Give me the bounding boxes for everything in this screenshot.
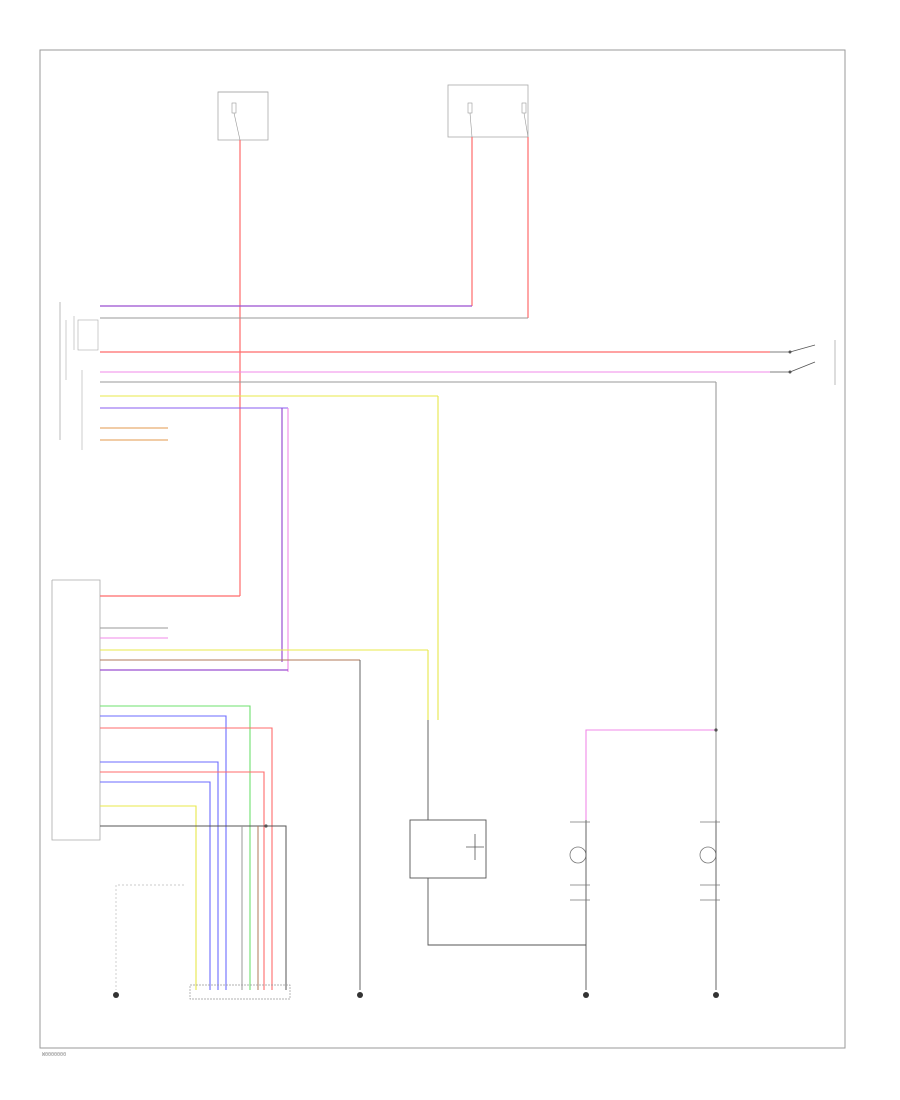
wire-blue-3 — [100, 781, 211, 990]
footer-code: W0000000 — [42, 1052, 66, 1058]
splice-dot — [264, 824, 268, 828]
relay — [409, 819, 487, 879]
brake-switch — [770, 340, 836, 385]
wire-green — [100, 705, 251, 990]
wire-relay-out — [427, 878, 586, 946]
wire-ground-dotted — [115, 884, 184, 990]
fuse-box-right — [447, 84, 529, 138]
ground-left — [113, 992, 119, 998]
diagram-frame — [39, 49, 846, 1049]
ground-center — [357, 992, 363, 998]
left-lamp — [569, 820, 590, 990]
trailer-module — [51, 579, 101, 841]
wire-red-3 — [100, 771, 265, 990]
wire-black-1 — [100, 825, 287, 990]
wire-blue-1 — [100, 715, 227, 990]
splice-dot — [714, 728, 718, 732]
right-lamp — [699, 820, 720, 990]
wire-blue-2 — [100, 761, 219, 990]
wire-red-2 — [100, 727, 273, 990]
trailer-connector — [189, 984, 291, 1000]
wire-pink-lamp — [585, 729, 716, 820]
ground-right-lamp — [713, 992, 719, 998]
fuse-box-left — [217, 91, 269, 141]
upper-control-module — [59, 302, 99, 450]
wire-yellow-2 — [100, 805, 197, 990]
ground-left-lamp — [583, 992, 589, 998]
